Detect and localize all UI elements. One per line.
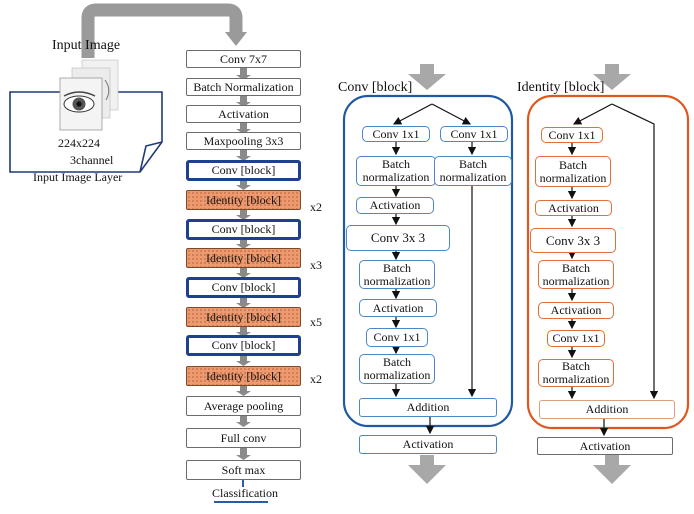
- input-layer-label: Input Image Layer: [33, 170, 123, 184]
- layer-full-conv: Full conv: [186, 428, 301, 448]
- conv-block-1: Conv [block]: [186, 160, 301, 181]
- identity-block-2: Identity [block]: [186, 248, 301, 268]
- input-flow-arrow: [81, 3, 243, 58]
- ib-output-activation: Activation: [537, 437, 673, 455]
- conv-block-3: Conv [block]: [186, 277, 301, 298]
- cb-conv1x1-a: Conv 1x1: [362, 126, 430, 142]
- layer-average-pooling: Average pooling: [186, 396, 301, 416]
- input-image-paper: [9, 59, 163, 173]
- conv-block-4: Conv [block]: [186, 335, 301, 356]
- layer-activation: Activation: [186, 105, 301, 123]
- cb-conv3x3: Conv 3x 3: [346, 225, 450, 251]
- block-flow-arrows: [408, 64, 631, 484]
- ib-activation-a: Activation: [535, 200, 612, 216]
- cb-addition: Addition: [359, 398, 497, 417]
- conv-block-title: Conv [block]: [338, 80, 413, 95]
- layer-conv7x7: Conv 7x7: [186, 50, 301, 68]
- conv-block-2: Conv [block]: [186, 219, 301, 240]
- cb-output-activation: Activation: [359, 435, 497, 454]
- cb-batchnorm-a: Batch normalization: [356, 156, 436, 186]
- ib-addition: Addition: [539, 400, 675, 419]
- repeat-count-3: x5: [310, 315, 322, 329]
- cb-shortcut-conv1x1: Conv 1x1: [440, 126, 508, 142]
- input-size-label: 224x224: [58, 136, 100, 150]
- repeat-count-4: x2: [310, 372, 322, 386]
- ib-batchnorm-b: Batch normalization: [538, 260, 614, 289]
- repeat-count-1: x2: [310, 200, 322, 214]
- identity-block-4: Identity [block]: [186, 366, 301, 386]
- identity-block-1: Identity [block]: [186, 190, 301, 210]
- identity-block-arrows: [567, 103, 659, 437]
- repeat-count-2: x3: [310, 258, 322, 272]
- input-channel-label: 3channel: [70, 153, 114, 167]
- ib-conv1x1-b: Conv 1x1: [547, 330, 605, 347]
- input-flow-arrowhead: [225, 32, 247, 46]
- ib-activation-b: Activation: [538, 302, 614, 319]
- conv-block-arrows: [391, 103, 477, 435]
- cb-activation-a: Activation: [356, 197, 434, 214]
- ib-batchnorm-c: Batch normalization: [538, 359, 614, 387]
- cb-batchnorm-b: Batch normalization: [359, 260, 435, 289]
- cb-activation-b: Activation: [359, 299, 437, 317]
- cb-shortcut-batchnorm: Batch normalization: [434, 156, 512, 186]
- layer-batch-normalization: Batch Normalization: [186, 78, 301, 96]
- ib-conv3x3: Conv 3x 3: [530, 228, 616, 253]
- ib-conv1x1-a: Conv 1x1: [541, 127, 603, 143]
- main-column-connectors: [236, 67, 251, 460]
- layer-classification: Classification: [212, 486, 278, 500]
- layer-maxpooling: Maxpooling 3x3: [186, 132, 301, 150]
- identity-block-3: Identity [block]: [186, 307, 301, 327]
- ib-batchnorm-a: Batch normalization: [535, 156, 611, 187]
- identity-block-title: Identity [block]: [517, 80, 605, 95]
- input-image-title: Input Image: [52, 38, 121, 53]
- layer-soft-max: Soft max: [186, 460, 301, 480]
- cb-batchnorm-c: Batch normalization: [359, 354, 435, 384]
- cb-conv1x1-b: Conv 1x1: [366, 328, 428, 347]
